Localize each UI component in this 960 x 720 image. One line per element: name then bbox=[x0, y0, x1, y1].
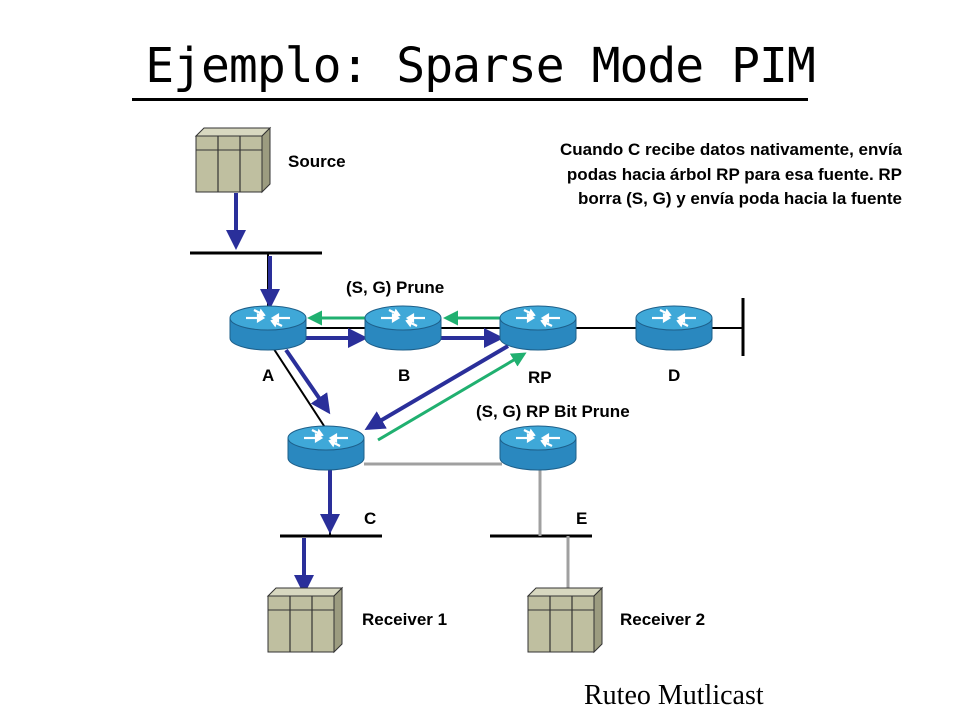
receiver1-host bbox=[267, 587, 343, 653]
router-rp-label: RP bbox=[528, 368, 552, 387]
router-a bbox=[228, 304, 308, 352]
router-e bbox=[498, 424, 578, 472]
annotation-text: Cuando C recibe datos nativamente, envía… bbox=[560, 140, 902, 208]
router-a-label: A bbox=[262, 366, 275, 385]
receiver1-label: Receiver 1 bbox=[362, 610, 448, 629]
router-c-label: C bbox=[364, 509, 377, 528]
link-a-c bbox=[267, 339, 329, 433]
router-d-label: D bbox=[668, 366, 681, 385]
flow-a-to-c bbox=[284, 348, 331, 415]
prune-c-to-rp bbox=[377, 352, 527, 442]
router-rp bbox=[498, 304, 578, 352]
router-c bbox=[286, 424, 366, 472]
prune-label: (S, G) Prune bbox=[346, 278, 445, 297]
title-underline bbox=[132, 98, 808, 101]
receiver2-label: Receiver 2 bbox=[620, 610, 706, 629]
rp-bit-prune-label: (S, G) RP Bit Prune bbox=[476, 402, 630, 421]
router-e-label: E bbox=[576, 509, 588, 528]
footer-text: Ruteo Mutlicast bbox=[584, 680, 764, 711]
source-host bbox=[195, 127, 271, 193]
router-b-label: B bbox=[398, 366, 411, 385]
source-label: Source bbox=[288, 152, 346, 171]
receiver2-host bbox=[527, 587, 603, 653]
slide-title: Ejemplo: Sparse Mode PIM bbox=[145, 38, 816, 94]
router-d bbox=[634, 304, 714, 352]
router-b bbox=[363, 304, 443, 352]
flow-rp-to-c bbox=[364, 344, 510, 431]
